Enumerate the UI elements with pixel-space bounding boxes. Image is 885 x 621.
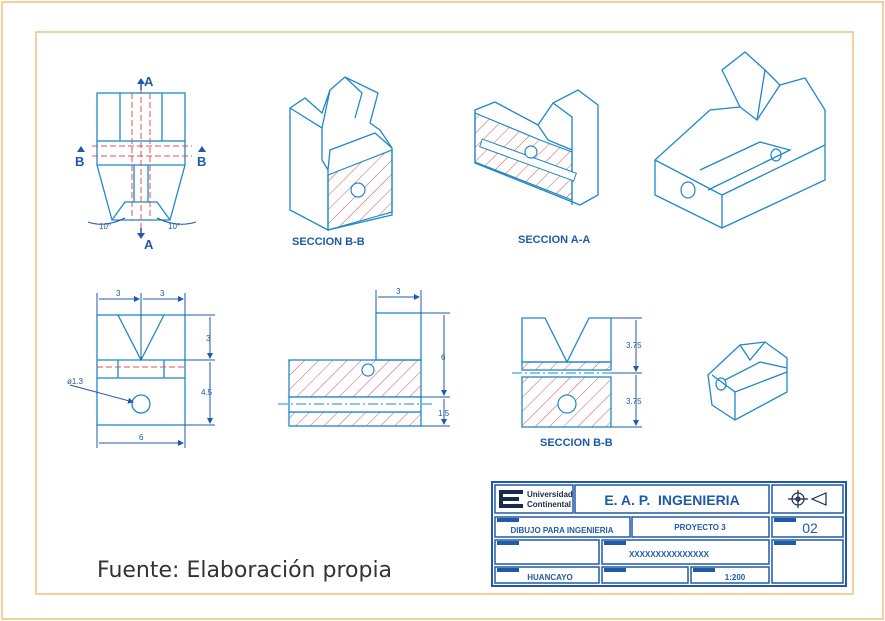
hole-iso-full-1 bbox=[680, 181, 696, 199]
dim-lines-front bbox=[69, 293, 215, 448]
dim-front-top-right: 3 bbox=[160, 289, 165, 298]
hatch-side-upper bbox=[288, 359, 422, 398]
label-section-bb-bottom: SECCION B-B bbox=[540, 437, 613, 449]
university-name-line1: Universidad bbox=[527, 490, 573, 499]
hole-bb-bottom bbox=[557, 394, 577, 414]
hole-iso-small bbox=[715, 377, 727, 391]
dim-lines-side bbox=[375, 290, 450, 427]
university-name-line2: Continental bbox=[527, 500, 571, 509]
hole-bb-top bbox=[350, 182, 366, 198]
angle-right: 10° bbox=[168, 222, 180, 231]
section-marker-b-right: B bbox=[197, 154, 206, 169]
project-name: PROYECTO 3 bbox=[674, 523, 726, 532]
dim-side-right-upper: 6 bbox=[441, 353, 446, 362]
dim-front-diameter: ø1.3 bbox=[67, 377, 84, 386]
section-marker-a-top: A bbox=[144, 74, 154, 89]
school-name: E. A. P. INGENIERIA bbox=[604, 492, 739, 508]
course-name: DIBUJO PARA INGENIERIA bbox=[510, 526, 613, 535]
city-name: HUANCAYO bbox=[527, 573, 573, 582]
dim-side-top: 3 bbox=[396, 287, 401, 296]
label-section-bb-top: SECCION B-B bbox=[292, 236, 365, 248]
label-section-aa: SECCION A-A bbox=[518, 234, 590, 246]
side-view-section bbox=[375, 312, 422, 361]
hole-side bbox=[361, 363, 375, 377]
hatch-bb-bottom-strip bbox=[521, 361, 612, 371]
hatch-side-lower bbox=[288, 411, 422, 427]
center-lines bbox=[92, 88, 192, 230]
dim-front-top-left: 3 bbox=[116, 289, 121, 298]
iso-full-view bbox=[654, 51, 826, 229]
scale-value: 1:200 bbox=[725, 573, 746, 582]
hatch-bb-bottom-main bbox=[521, 376, 612, 428]
dim-side-right-lower: 1.5 bbox=[438, 409, 450, 418]
iso-small-view bbox=[707, 341, 788, 421]
sheet-number: 02 bbox=[802, 520, 818, 536]
drawing-frame bbox=[35, 31, 854, 595]
section-bb-bottom-view bbox=[521, 317, 612, 364]
university-logo-icon bbox=[499, 490, 523, 508]
cutting-plane-markers bbox=[77, 78, 206, 239]
dim-sect-lower: 3.75 bbox=[626, 397, 642, 406]
section-marker-b-left: B bbox=[75, 154, 84, 169]
hole-iso-full-2 bbox=[770, 148, 782, 162]
section-marker-a-bottom: A bbox=[144, 237, 154, 252]
first-angle-projection-icon bbox=[788, 490, 827, 508]
angle-arcs bbox=[87, 217, 197, 225]
title-block-tabs bbox=[497, 518, 796, 572]
dim-sect-upper: 3.75 bbox=[626, 341, 642, 350]
angle-left: 10° bbox=[99, 222, 111, 231]
source-caption: Fuente: Elaboración propia bbox=[97, 558, 393, 583]
dim-front-bottom: 6 bbox=[139, 433, 144, 442]
dim-front-right-upper: 3 bbox=[206, 334, 211, 343]
student-name: XXXXXXXXXXXXXXX bbox=[629, 550, 710, 559]
hole-aa bbox=[524, 145, 538, 159]
title-block bbox=[491, 481, 847, 587]
dim-lines-bb bbox=[611, 317, 642, 428]
dim-front-right-lower: 4.5 bbox=[201, 388, 213, 397]
